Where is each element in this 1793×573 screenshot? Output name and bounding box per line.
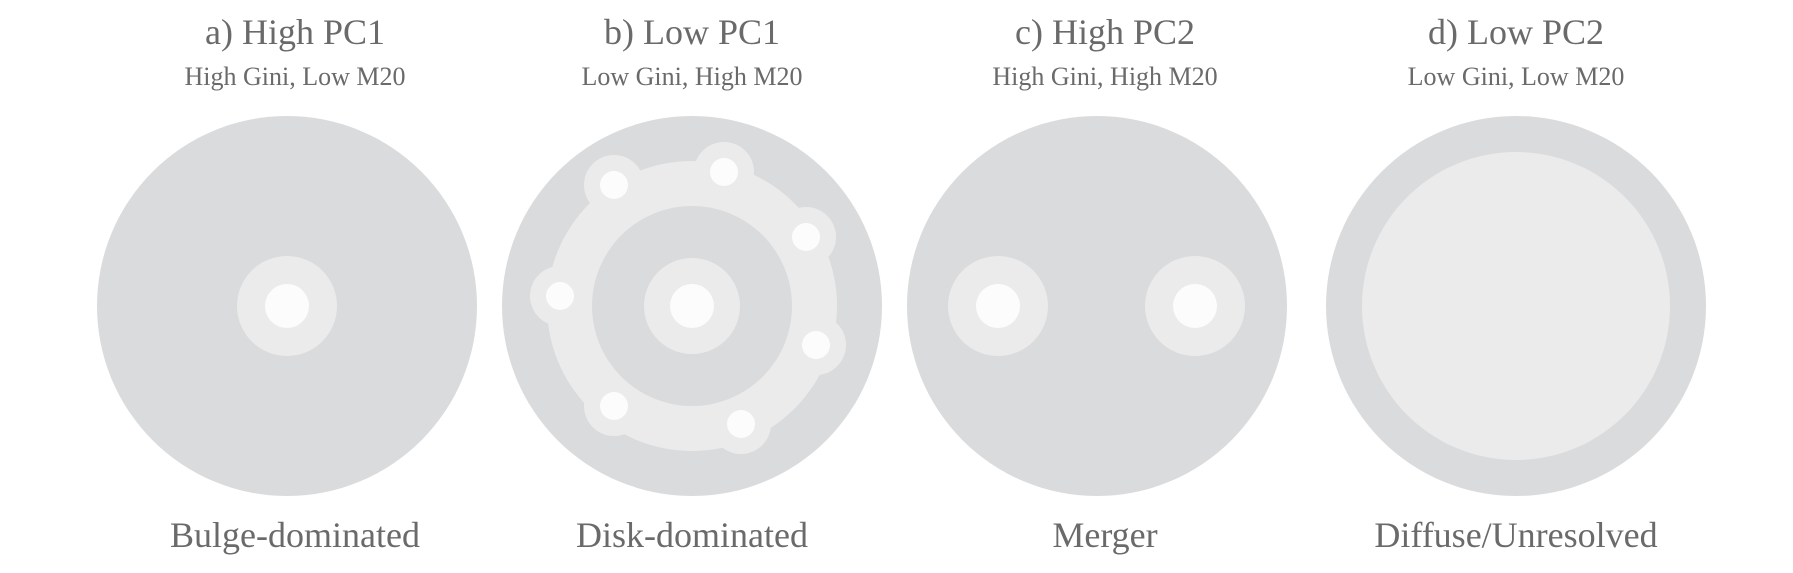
panel-a-title: a) High PC1 — [205, 12, 385, 52]
left-nucleus-core — [976, 284, 1020, 328]
panel-a-subtitle: High Gini, Low M20 — [184, 62, 406, 91]
panel-a-caption: Bulge-dominated — [170, 515, 420, 555]
disk-dominated-galaxy-diagram — [502, 116, 882, 496]
panel-disk-dominated: b) Low PC1 Low Gini, High M20 Disk-domin… — [492, 0, 892, 573]
panel-d-caption: Diffuse/Unresolved — [1374, 515, 1658, 555]
bulge-dominated-galaxy-diagram — [97, 116, 477, 496]
knot-core — [792, 223, 820, 251]
panel-c-subtitle: High Gini, High M20 — [992, 62, 1218, 91]
panel-d-title: d) Low PC2 — [1427, 12, 1604, 52]
panel-c-title: c) High PC2 — [1015, 12, 1195, 52]
panel-merger: c) High PC2 High Gini, High M20 Merger — [905, 0, 1305, 573]
panel-b-subtitle: Low Gini, High M20 — [581, 62, 803, 91]
panel-c-caption: Merger — [1052, 515, 1158, 555]
knot-core — [600, 171, 628, 199]
merger-galaxy-diagram — [907, 116, 1287, 496]
bulge-core — [670, 284, 714, 328]
diffuse-glow — [1362, 152, 1670, 460]
panel-d-subtitle: Low Gini, Low M20 — [1407, 62, 1625, 91]
panel-bulge-dominated: a) High PC1 High Gini, Low M20 Bulge-dom… — [95, 0, 495, 573]
galaxy-disk — [907, 116, 1287, 496]
diffuse-galaxy-diagram — [1326, 116, 1706, 496]
panel-b-title: b) Low PC1 — [603, 12, 780, 52]
bulge-core — [265, 284, 309, 328]
right-nucleus-core — [1173, 284, 1217, 328]
knot-core — [710, 158, 738, 186]
knot-core — [600, 392, 628, 420]
panel-diffuse-unresolved: d) Low PC2 Low Gini, Low M20 Diffuse/Unr… — [1316, 0, 1716, 573]
knot-core — [546, 282, 574, 310]
knot-core — [727, 410, 755, 438]
panel-b-caption: Disk-dominated — [576, 515, 808, 555]
knot-core — [802, 331, 830, 359]
